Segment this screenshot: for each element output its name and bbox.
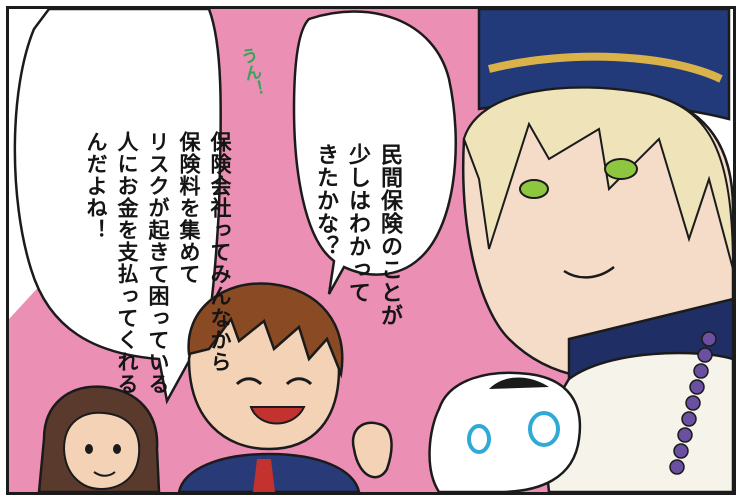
- narration-line: リスクが起きて困っている: [146, 131, 170, 395]
- narration-line: 保険料を集めて: [177, 131, 201, 285]
- guide-line: きたかな？: [313, 143, 338, 258]
- boy-fist: [351, 421, 393, 479]
- narration-line: 保険会社ってみんなから: [208, 131, 232, 373]
- prayer-beads: [669, 331, 717, 475]
- character-boy: [177, 282, 393, 492]
- narration-speech-text: 保険会社ってみんなから 保険料を集めて リスクが起きて困っている 人にお金を支払…: [49, 31, 266, 395]
- guide-line: 少しはわかって: [345, 143, 370, 304]
- speech-bubble-guide: [292, 10, 457, 295]
- character-girl: [37, 385, 161, 492]
- character-cat-mascot: [428, 371, 582, 492]
- manga-panel: 民間保険のことが 少しはわかって きたかな？ 保険会社ってみんなから 保険料を集…: [6, 6, 736, 495]
- panel-artwork: [9, 9, 733, 492]
- guide-speech-text: 民間保険のことが 少しはわかって きたかな？: [277, 39, 437, 327]
- narration-line: 人にお金を支払ってくれる: [115, 131, 139, 395]
- speech-bubble-narration: [13, 9, 222, 405]
- guide-line: 民間保険のことが: [377, 143, 402, 327]
- narration-line: んだよね！: [84, 131, 108, 241]
- character-guide: [462, 9, 733, 492]
